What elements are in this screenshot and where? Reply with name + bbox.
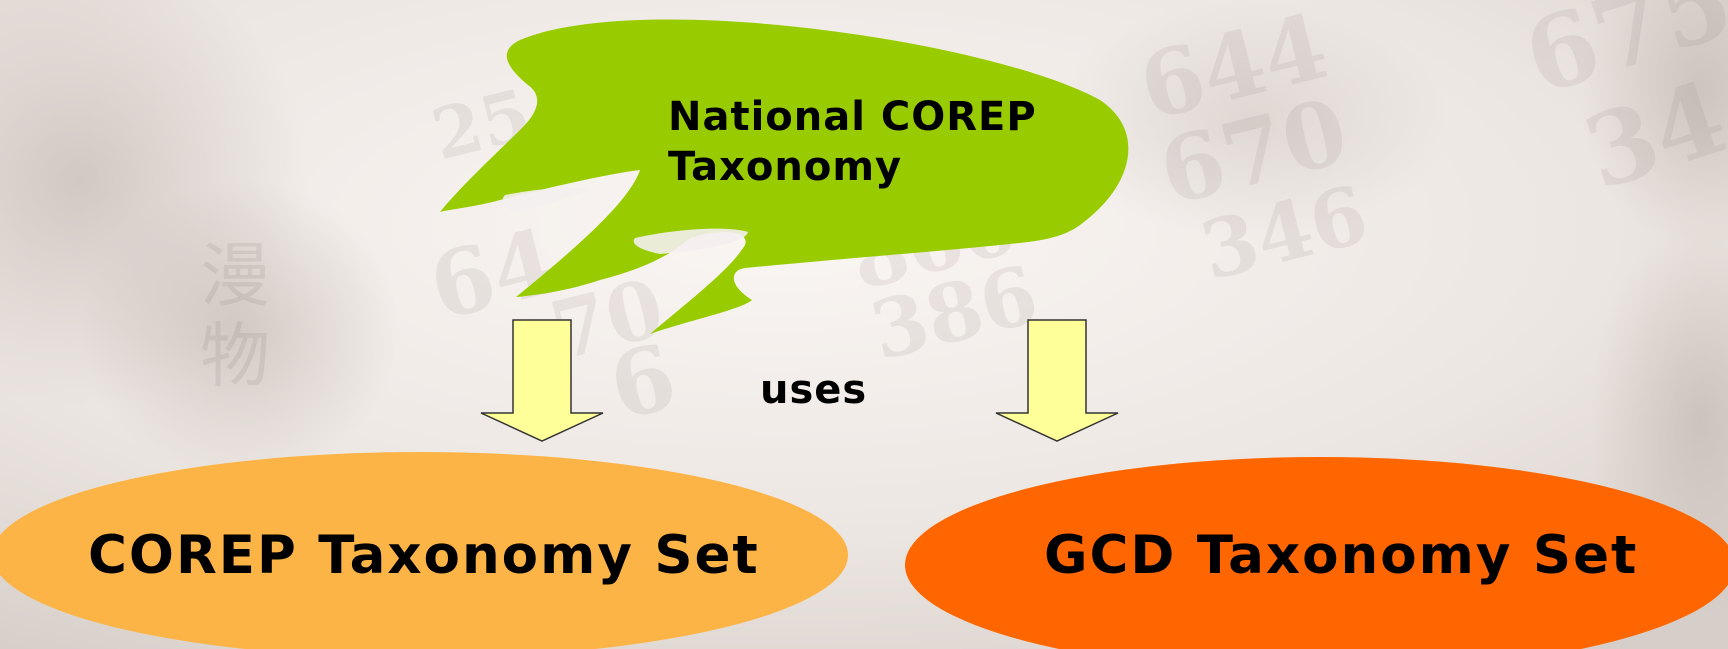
source-node-label: National COREP Taxonomy [668,92,1037,192]
source-node-shape [440,19,1129,334]
target-node-shape [905,457,1728,649]
source-node-label-line1: National COREP [668,94,1037,140]
target-node-label-corep: COREP Taxonomy Set [88,525,760,586]
target-node-shape [0,452,848,649]
edge-label: uses [760,367,868,413]
source-node-label-line2: Taxonomy [668,144,903,190]
target-node-label-gcd: GCD Taxonomy Set [1044,525,1639,586]
cloud-inner-wisp [502,187,590,212]
arrow-down-icon [480,319,604,442]
arrow-down-icon [995,319,1119,442]
svg-text:物: 物 [200,315,270,397]
svg-text:漫: 漫 [200,235,270,317]
cloud-inner-wisp-2 [633,228,748,254]
